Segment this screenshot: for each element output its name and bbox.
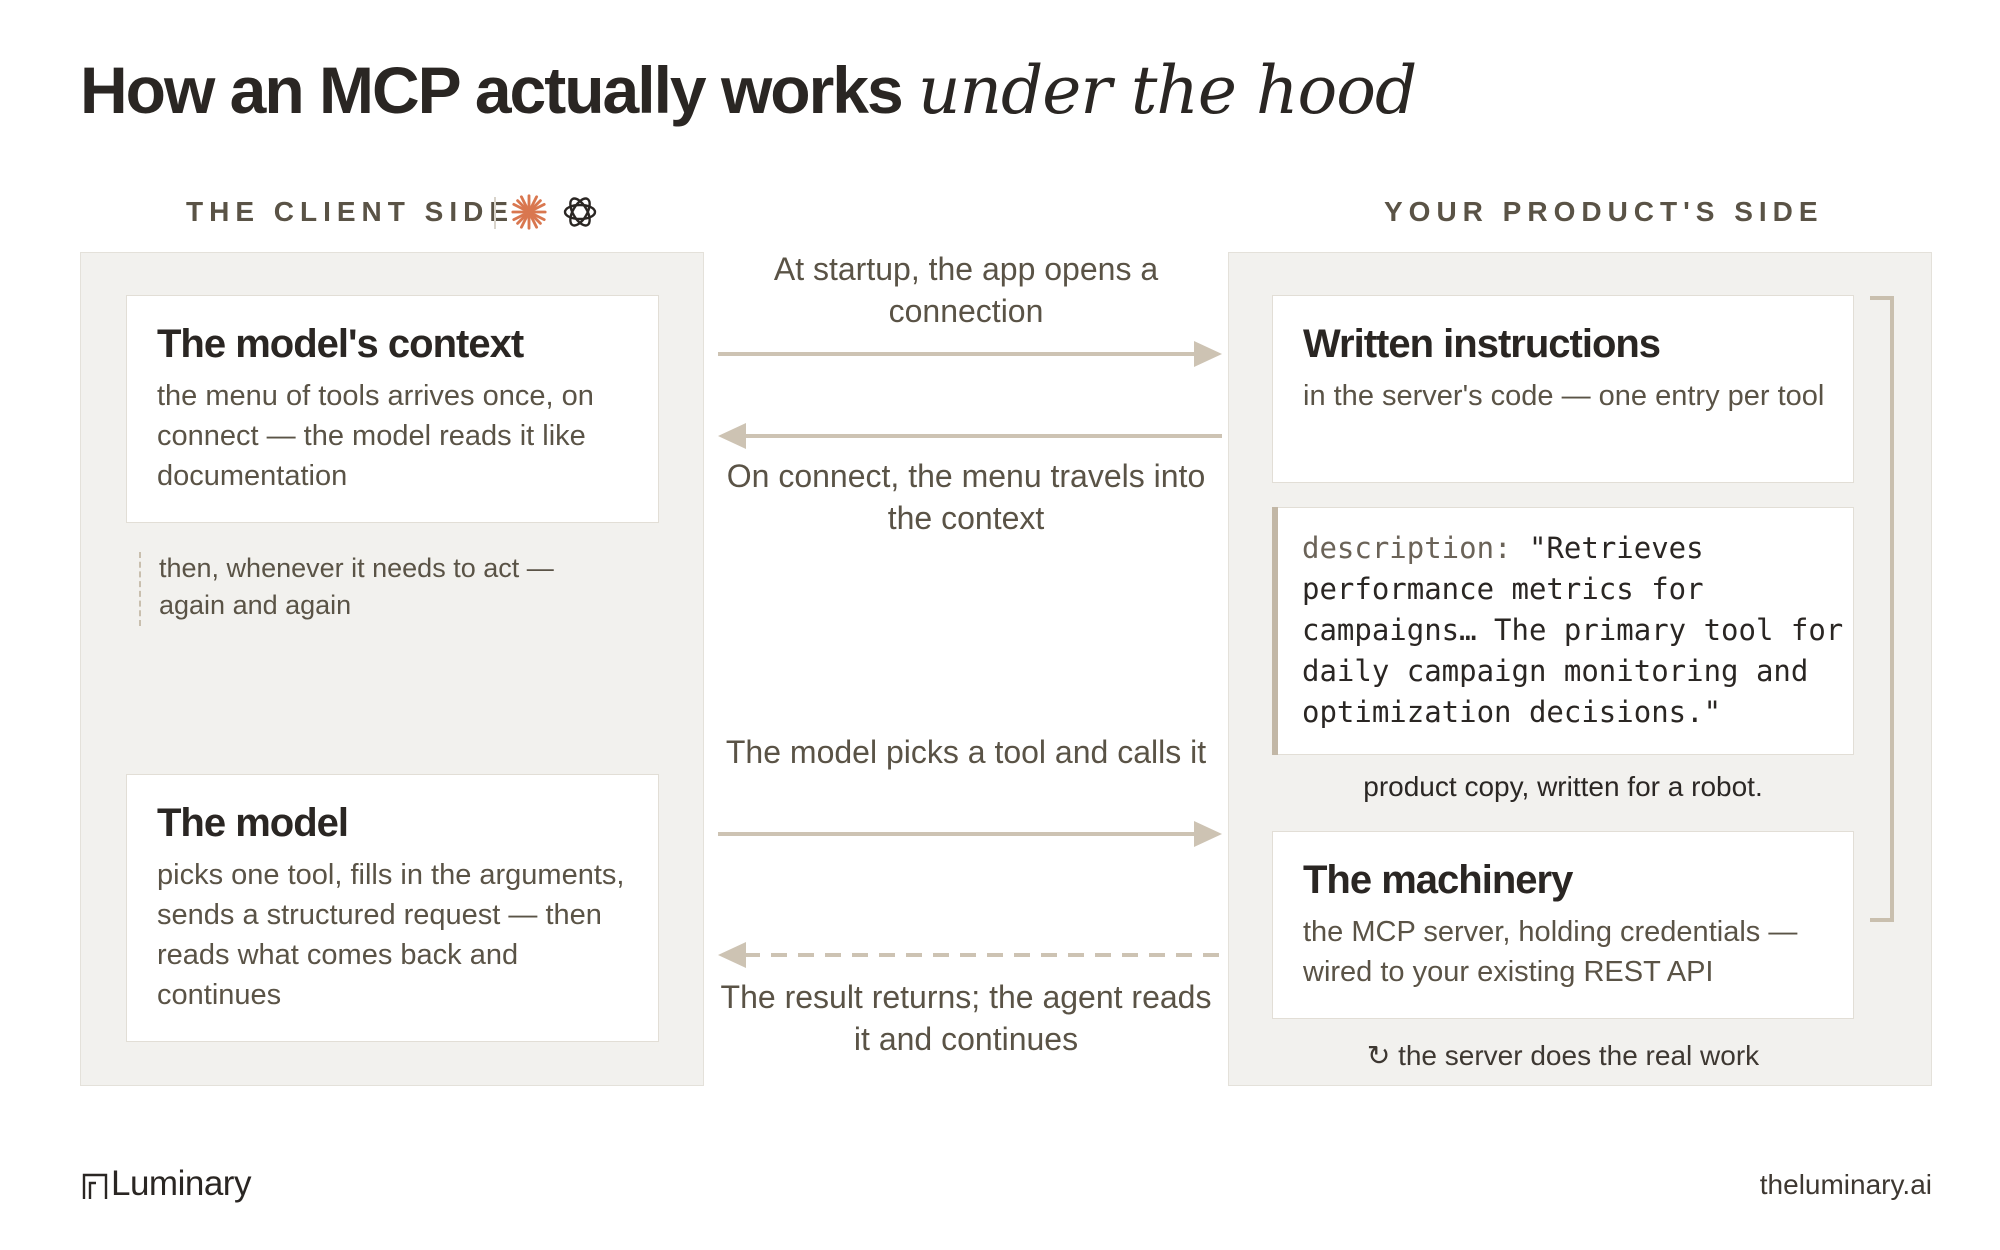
site-url[interactable]: theluminary.ai <box>1759 1169 1932 1200</box>
product-bracket <box>1870 296 1894 922</box>
brand-name: Luminary <box>111 1164 251 1203</box>
model-context-title: The model's context <box>157 322 524 366</box>
code-snippet-card <box>1272 507 1854 755</box>
again-note: then, whenever it needs to act — again a… <box>159 553 554 620</box>
arrow-connect-head <box>1194 341 1222 367</box>
code-snippet: description: "Retrieves performance metr… <box>1302 528 1847 733</box>
title-italic: under the hood <box>918 52 1417 129</box>
written-instructions-title: Written instructions <box>1303 322 1661 366</box>
anthropic-burst-icon <box>511 194 547 230</box>
machinery-body: the MCP server, holding credentials — wi… <box>1303 916 1798 988</box>
page-title: How an MCP actually works under the hood <box>80 52 1417 129</box>
arrow-label-menu: On connect, the menu travels into the co… <box>726 458 1206 536</box>
model-title: The model <box>157 801 349 845</box>
heading-divider <box>494 197 496 229</box>
code-key: description: <box>1302 531 1512 565</box>
arrow-label-result: The result returns; the agent reads it a… <box>720 979 1212 1057</box>
arrow-menu-head <box>718 423 746 449</box>
written-instructions-body: in the server's code — one entry per too… <box>1303 380 1825 412</box>
model-context-card: The model's context the menu of tools ar… <box>126 295 659 523</box>
again-divider <box>139 552 141 626</box>
arrow-label-call: The model picks a tool and calls it <box>725 734 1207 770</box>
title-main: How an MCP actually works <box>80 53 904 127</box>
model-body: picks one tool, fills in the arguments, … <box>157 859 625 1011</box>
model-card: The model picks one tool, fills in the a… <box>126 774 659 1042</box>
code-accent-bar <box>1272 507 1278 755</box>
openai-icon <box>563 197 597 227</box>
arrow-label-connect: At startup, the app opens a connection <box>773 251 1159 329</box>
code-value: "Retrieves performance metrics for campa… <box>1302 531 1844 729</box>
machinery-card: The machinery the MCP server, holding cr… <box>1272 831 1854 1019</box>
luminary-logo-icon <box>82 1173 108 1199</box>
product-side-heading: YOUR PRODUCT'S SIDE <box>1384 196 1824 227</box>
arrow-result-head <box>718 942 746 968</box>
written-instructions-card: Written instructions in the server's cod… <box>1272 295 1854 483</box>
machinery-title: The machinery <box>1303 858 1573 902</box>
model-context-body: the menu of tools arrives once, on conne… <box>157 380 594 492</box>
arrow-call-head <box>1194 821 1222 847</box>
client-side-heading: THE CLIENT SIDE <box>186 196 515 227</box>
server-caption: ↻ the server does the real work <box>1366 1040 1760 1071</box>
code-caption: product copy, written for a robot. <box>1363 771 1763 802</box>
